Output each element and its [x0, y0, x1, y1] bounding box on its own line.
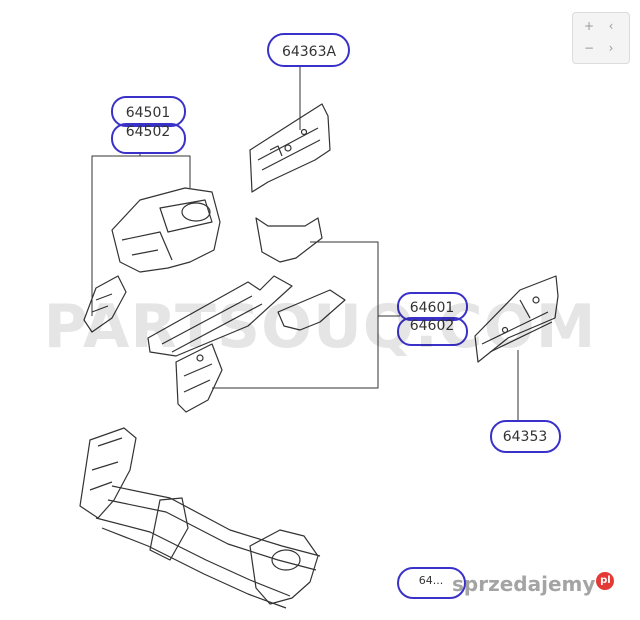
zoom-out-button[interactable]: − [583, 41, 595, 55]
panel-part-64353 [474, 275, 559, 363]
callout-64501-ring [111, 96, 186, 127]
zoom-in-button[interactable]: + [583, 19, 595, 33]
callout-64502: 64502 [126, 124, 171, 140]
panel-part-64363a [249, 103, 331, 193]
prev-button[interactable]: ‹ [608, 19, 614, 33]
callout-64363a: 64363A [282, 44, 337, 60]
brand-badge: pl [596, 572, 615, 590]
callout-64353: 64353 [503, 429, 548, 445]
viewer-controls: + ‹ − › [572, 12, 630, 64]
callout-64602: 64602 [410, 318, 455, 334]
radiator-support-frame [79, 427, 321, 609]
callout-partial-ring [397, 567, 466, 599]
callout-64601: 64601 [410, 300, 455, 316]
callout-64363a-ring [267, 33, 350, 67]
callout-partial: 64... [419, 574, 444, 587]
callout-64602-ring [397, 317, 468, 346]
callout-64501: 64501 [126, 105, 171, 121]
apron-part-64501 [83, 187, 221, 333]
callout-64601-ring [397, 292, 468, 321]
callout-64502-ring [111, 123, 186, 154]
brand-name: sprzedajemy [452, 572, 596, 596]
callout-64353-ring [490, 420, 561, 453]
rail-part-64601 [147, 217, 346, 413]
next-button[interactable]: › [608, 41, 614, 55]
